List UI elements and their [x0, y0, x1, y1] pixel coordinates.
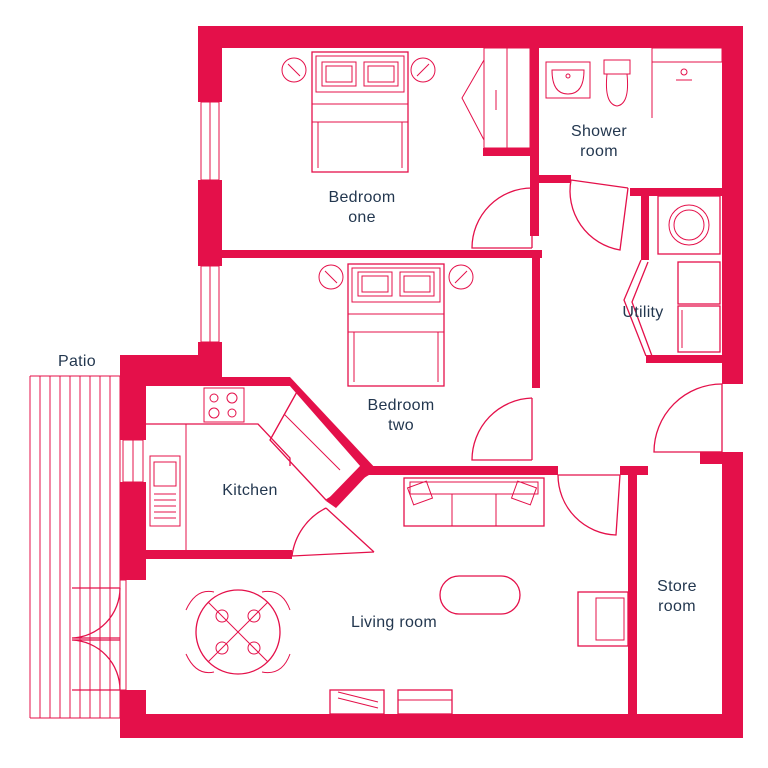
wall-bed-divider	[222, 250, 542, 258]
wall-living-top	[360, 466, 558, 475]
wall-left-mid	[198, 180, 222, 266]
label-kitchen-line1: Kitchen	[222, 482, 278, 499]
wall-kitchen-bottom	[146, 550, 292, 559]
label-bedroom-one-line2: one	[348, 209, 376, 226]
shower-tray	[651, 62, 692, 118]
dining-table-icon	[185, 589, 291, 675]
wall-shower-bottom-right	[630, 188, 722, 196]
label-store-room-line1: Store	[657, 578, 697, 595]
label-bedroom-one: Bedroom one	[328, 188, 395, 228]
wall-right-upper	[722, 26, 743, 384]
label-utility: Utility	[622, 303, 663, 323]
wall-right-lower	[722, 452, 743, 738]
label-bedroom-two-line2: two	[388, 417, 414, 434]
label-patio-line1: Patio	[58, 353, 96, 370]
patio-decking	[29, 375, 128, 719]
wall-shower-bottom-left	[535, 175, 571, 183]
label-living-room: Living room	[351, 613, 437, 633]
window-shower	[651, 47, 723, 63]
windows	[122, 47, 723, 483]
washing-machine-icon	[657, 195, 721, 353]
label-shower-room-line1: Shower	[570, 123, 628, 140]
walls	[120, 26, 743, 738]
label-bedroom-two: Bedroom two	[367, 396, 434, 436]
coffee-table	[439, 575, 521, 615]
wall-bed2-right-upper	[532, 250, 540, 388]
wall-utility-bottom	[646, 355, 722, 363]
wall-top	[198, 26, 743, 48]
wall-shower-left	[530, 48, 539, 236]
label-store-room: Store room	[657, 577, 697, 617]
label-shower-room-line2: room	[580, 143, 618, 160]
wall-kitchen-left-mid	[120, 482, 146, 580]
toilet-icon	[603, 59, 631, 107]
wall-left-top	[198, 26, 222, 102]
washbasin-icon	[545, 61, 591, 99]
doors	[71, 179, 723, 691]
label-patio: Patio	[58, 352, 96, 372]
label-bedroom-two-line1: Bedroom	[367, 397, 435, 414]
bedside-lamp-icon	[318, 264, 474, 290]
bedside-lamp-icon	[281, 57, 436, 83]
label-bedroom-one-line1: Bedroom	[328, 189, 396, 206]
wall-store-top	[700, 452, 722, 464]
wall-kitchen-top	[222, 377, 290, 386]
wall-wardrobe-base	[483, 148, 535, 156]
double-bed-icon	[311, 51, 409, 173]
wall-bottom	[120, 714, 743, 738]
kitchen-sink-icon	[149, 455, 181, 527]
armchair-icon	[577, 591, 629, 647]
label-utility-line1: Utility	[622, 304, 664, 321]
double-bed-icon	[347, 263, 445, 387]
wall-kitchen-diagonal	[282, 377, 377, 475]
label-living-room-line1: Living room	[350, 614, 438, 631]
wall-utility-left-upper	[641, 190, 649, 260]
wall-living-left-low	[120, 690, 146, 738]
label-shower-room: Shower room	[571, 122, 627, 162]
label-kitchen: Kitchen	[222, 481, 277, 501]
sofa-icon	[403, 477, 545, 527]
tv-unit	[329, 689, 453, 715]
kitchen-worktop	[146, 388, 378, 550]
wardrobe	[461, 47, 531, 149]
wall-store-left	[628, 470, 637, 714]
label-store-room-line2: room	[658, 598, 696, 615]
cooker-hob-icon	[203, 387, 245, 423]
wall-kitchen-left-top	[120, 355, 146, 440]
